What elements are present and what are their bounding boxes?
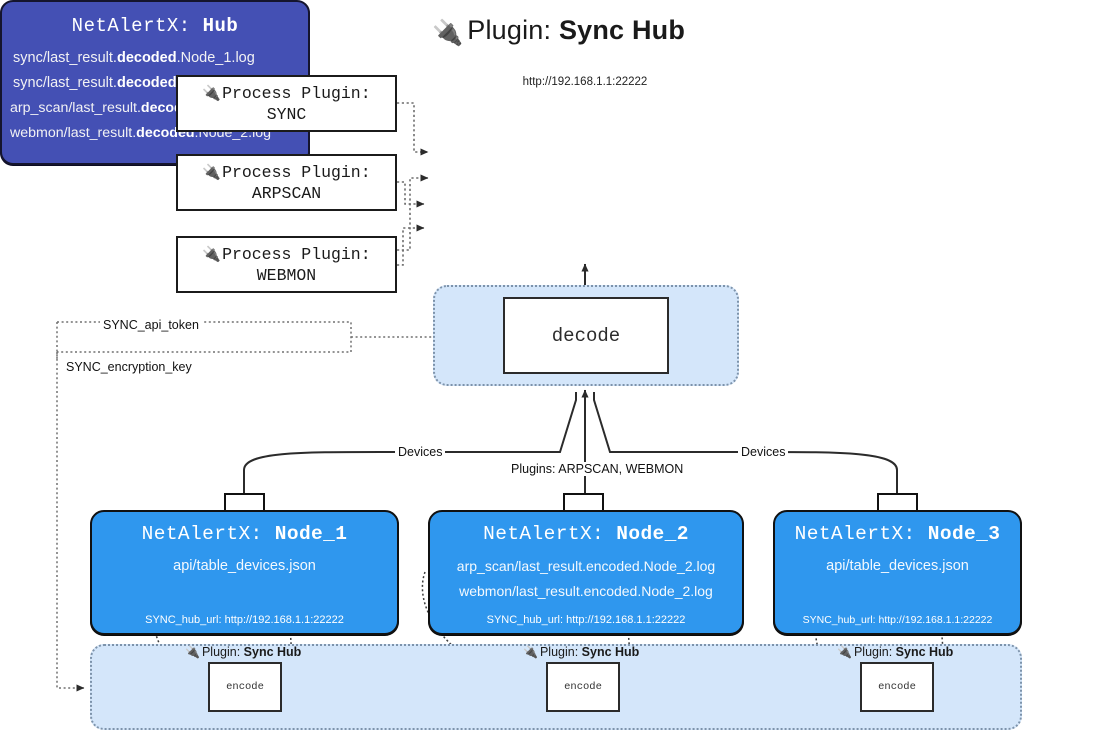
process-plugin-label: Process Plugin: — [222, 244, 371, 264]
hub-title-name: Hub — [202, 15, 239, 37]
node-box-node-2[interactable]: NetAlertX: Node_2 arp_scan/last_result.e… — [428, 510, 744, 635]
page-title: 🔌Plugin: Sync Hub — [0, 14, 1117, 49]
encoder-caption: 🔌Plugin: Sync Hub — [837, 645, 954, 659]
node-title: NetAlertX: Node_3 — [794, 523, 1001, 545]
hub-url-label: http://192.168.1.1:22222 — [522, 76, 648, 88]
plug-icon: 🔌 — [202, 84, 222, 102]
plug-icon: 🔌 — [431, 19, 464, 47]
node-hub-url: SYNC_hub_url: http://192.168.1.1:22222 — [145, 614, 344, 626]
node-box-node-3[interactable]: NetAlertX: Node_3 api/table_devices.json… — [773, 510, 1022, 635]
secret-label-encryption-key: SYNC_encryption_key — [63, 360, 195, 374]
process-plugin-box-arpscan[interactable]: 🔌Process Plugin: ARPSCAN — [176, 154, 397, 211]
plug-icon: 🔌 — [523, 645, 538, 659]
encode-box-node-1[interactable]: encode — [208, 662, 282, 712]
page-title-name: Sync Hub — [558, 15, 686, 45]
page-title-prefix: Plugin: — [467, 15, 559, 45]
secret-label-api-token: SYNC_api_token — [100, 318, 202, 332]
node-line: arp_scan/last_result.encoded.Node_2.log — [456, 558, 716, 574]
hub-title-prefix: NetAlertX: — [71, 15, 203, 37]
edge-label-plugins-center: Plugins: ARPSCAN, WEBMON — [508, 462, 687, 476]
process-plugin-box-webmon[interactable]: 🔌Process Plugin: WEBMON — [176, 236, 397, 293]
encoder-caption: 🔌Plugin: Sync Hub — [185, 645, 302, 659]
node-title: NetAlertX: Node_1 — [141, 523, 348, 545]
encoder-caption: 🔌Plugin: Sync Hub — [523, 645, 640, 659]
process-plugin-label: Process Plugin: — [222, 83, 371, 103]
edge-label-devices-left: Devices — [395, 445, 446, 459]
node-title: NetAlertX: Node_2 — [483, 523, 689, 545]
hub-title: NetAlertX: Hub — [2, 15, 308, 37]
process-plugin-label: Process Plugin: — [222, 162, 371, 182]
encode-box-node-2[interactable]: encode — [546, 662, 620, 712]
process-plugin-name: WEBMON — [256, 265, 317, 285]
process-plugin-box-sync[interactable]: 🔌Process Plugin: SYNC — [176, 75, 397, 132]
node-box-node-1[interactable]: NetAlertX: Node_1 api/table_devices.json… — [90, 510, 399, 635]
node-line: api/table_devices.json — [173, 558, 316, 574]
hub-log-row: sync/last_result.decoded.Node_1.log — [13, 50, 255, 66]
node-line-list: api/table_devices.json — [775, 554, 1020, 579]
process-plugin-name: SYNC — [266, 104, 307, 124]
node-line-list: arp_scan/last_result.encoded.Node_2.log … — [430, 554, 742, 604]
node-line: webmon/last_result.encoded.Node_2.log — [459, 583, 713, 599]
node-line-list: api/table_devices.json — [92, 554, 397, 579]
plug-icon: 🔌 — [837, 645, 852, 659]
encode-box-node-3[interactable]: encode — [860, 662, 934, 712]
edge-label-devices-right: Devices — [738, 445, 789, 459]
plug-icon: 🔌 — [202, 245, 222, 263]
plug-icon: 🔌 — [202, 163, 222, 181]
plug-icon: 🔌 — [185, 645, 200, 659]
decode-box[interactable]: decode — [503, 297, 669, 374]
node-hub-url: SYNC_hub_url: http://192.168.1.1:22222 — [802, 614, 993, 626]
node-line: api/table_devices.json — [826, 558, 969, 574]
node-hub-url: SYNC_hub_url: http://192.168.1.1:22222 — [486, 614, 686, 626]
process-plugin-name: ARPSCAN — [251, 183, 322, 203]
